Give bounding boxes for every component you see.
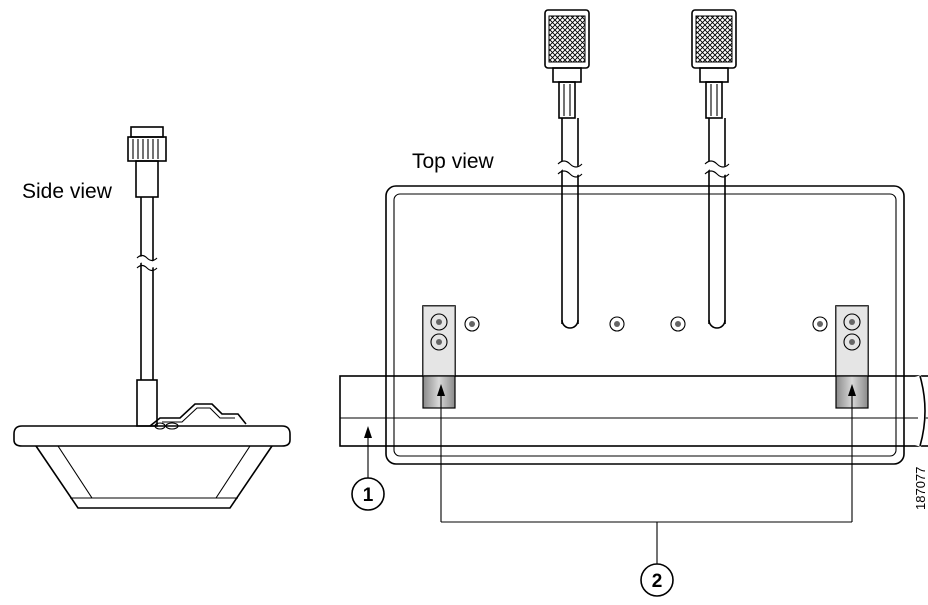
screw-hole xyxy=(812,316,828,332)
screw-hole xyxy=(464,316,480,332)
callout-2-number: 2 xyxy=(652,571,663,592)
mounting-holes xyxy=(464,316,828,332)
side-view-group: Side view xyxy=(13,126,291,509)
antenna-cable-left xyxy=(544,9,590,329)
mounting-rail xyxy=(339,375,928,447)
callout-2: 2 xyxy=(437,384,856,597)
mounting-clip-left xyxy=(422,305,456,409)
screw-hole xyxy=(609,316,625,332)
side-view-base xyxy=(13,425,291,509)
screw-hole xyxy=(670,316,686,332)
figure-id: 187077 xyxy=(913,467,928,510)
top-view-label: Top view xyxy=(412,150,495,173)
callout-1-number: 1 xyxy=(363,485,374,506)
callout-1: 1 xyxy=(351,426,385,511)
side-view-antenna xyxy=(127,126,247,430)
side-view-label: Side view xyxy=(22,180,113,203)
antenna-cable-right xyxy=(691,9,737,329)
top-view-plate xyxy=(385,185,905,465)
top-view-group: Top view xyxy=(339,9,928,597)
